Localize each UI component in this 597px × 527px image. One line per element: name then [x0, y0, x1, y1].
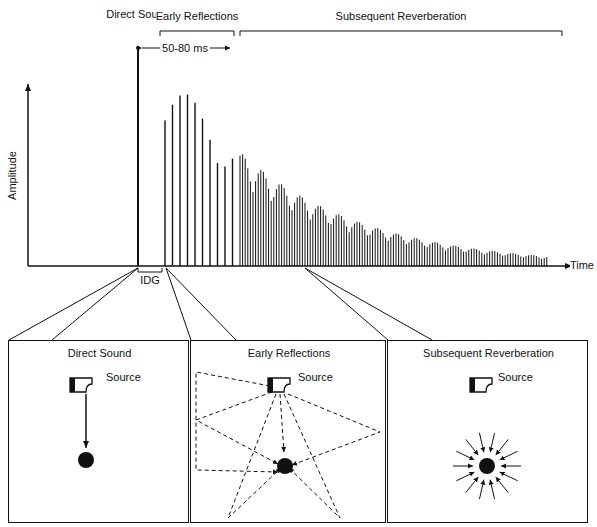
view-panel: Subsequent ReverberationSource [387, 340, 588, 523]
time-arrow [210, 48, 230, 49]
gap-label: IDG [140, 274, 160, 287]
time-arrow [142, 48, 160, 49]
panel-title: Direct Sound [68, 347, 132, 360]
source-label: Source [105, 371, 142, 384]
section-label: 50-80 ms [162, 42, 208, 55]
axes [28, 84, 572, 266]
reflection-spikes [165, 95, 547, 266]
axis-label: Amplitude [6, 151, 19, 200]
leader-line [9, 268, 432, 340]
view-panel: Early ReflectionsSource [190, 340, 386, 523]
diffuse-rays [453, 433, 521, 499]
direct-path [70, 378, 94, 468]
reflection-paths [196, 372, 380, 518]
section-label: Early Reflections [156, 10, 239, 23]
listener [268, 378, 293, 474]
listener [470, 378, 495, 474]
axis-label: Time [570, 259, 594, 272]
section-label: Subsequent Reverberation [336, 10, 467, 23]
panel-title: Subsequent Reverberation [423, 347, 554, 360]
source-label: Source [297, 371, 334, 384]
panel-title: Early Reflections [248, 347, 331, 360]
direct-spike [137, 48, 139, 266]
source-label: Source [497, 371, 534, 384]
view-panel: Direct SoundSource [8, 340, 189, 523]
bracket [138, 31, 562, 272]
